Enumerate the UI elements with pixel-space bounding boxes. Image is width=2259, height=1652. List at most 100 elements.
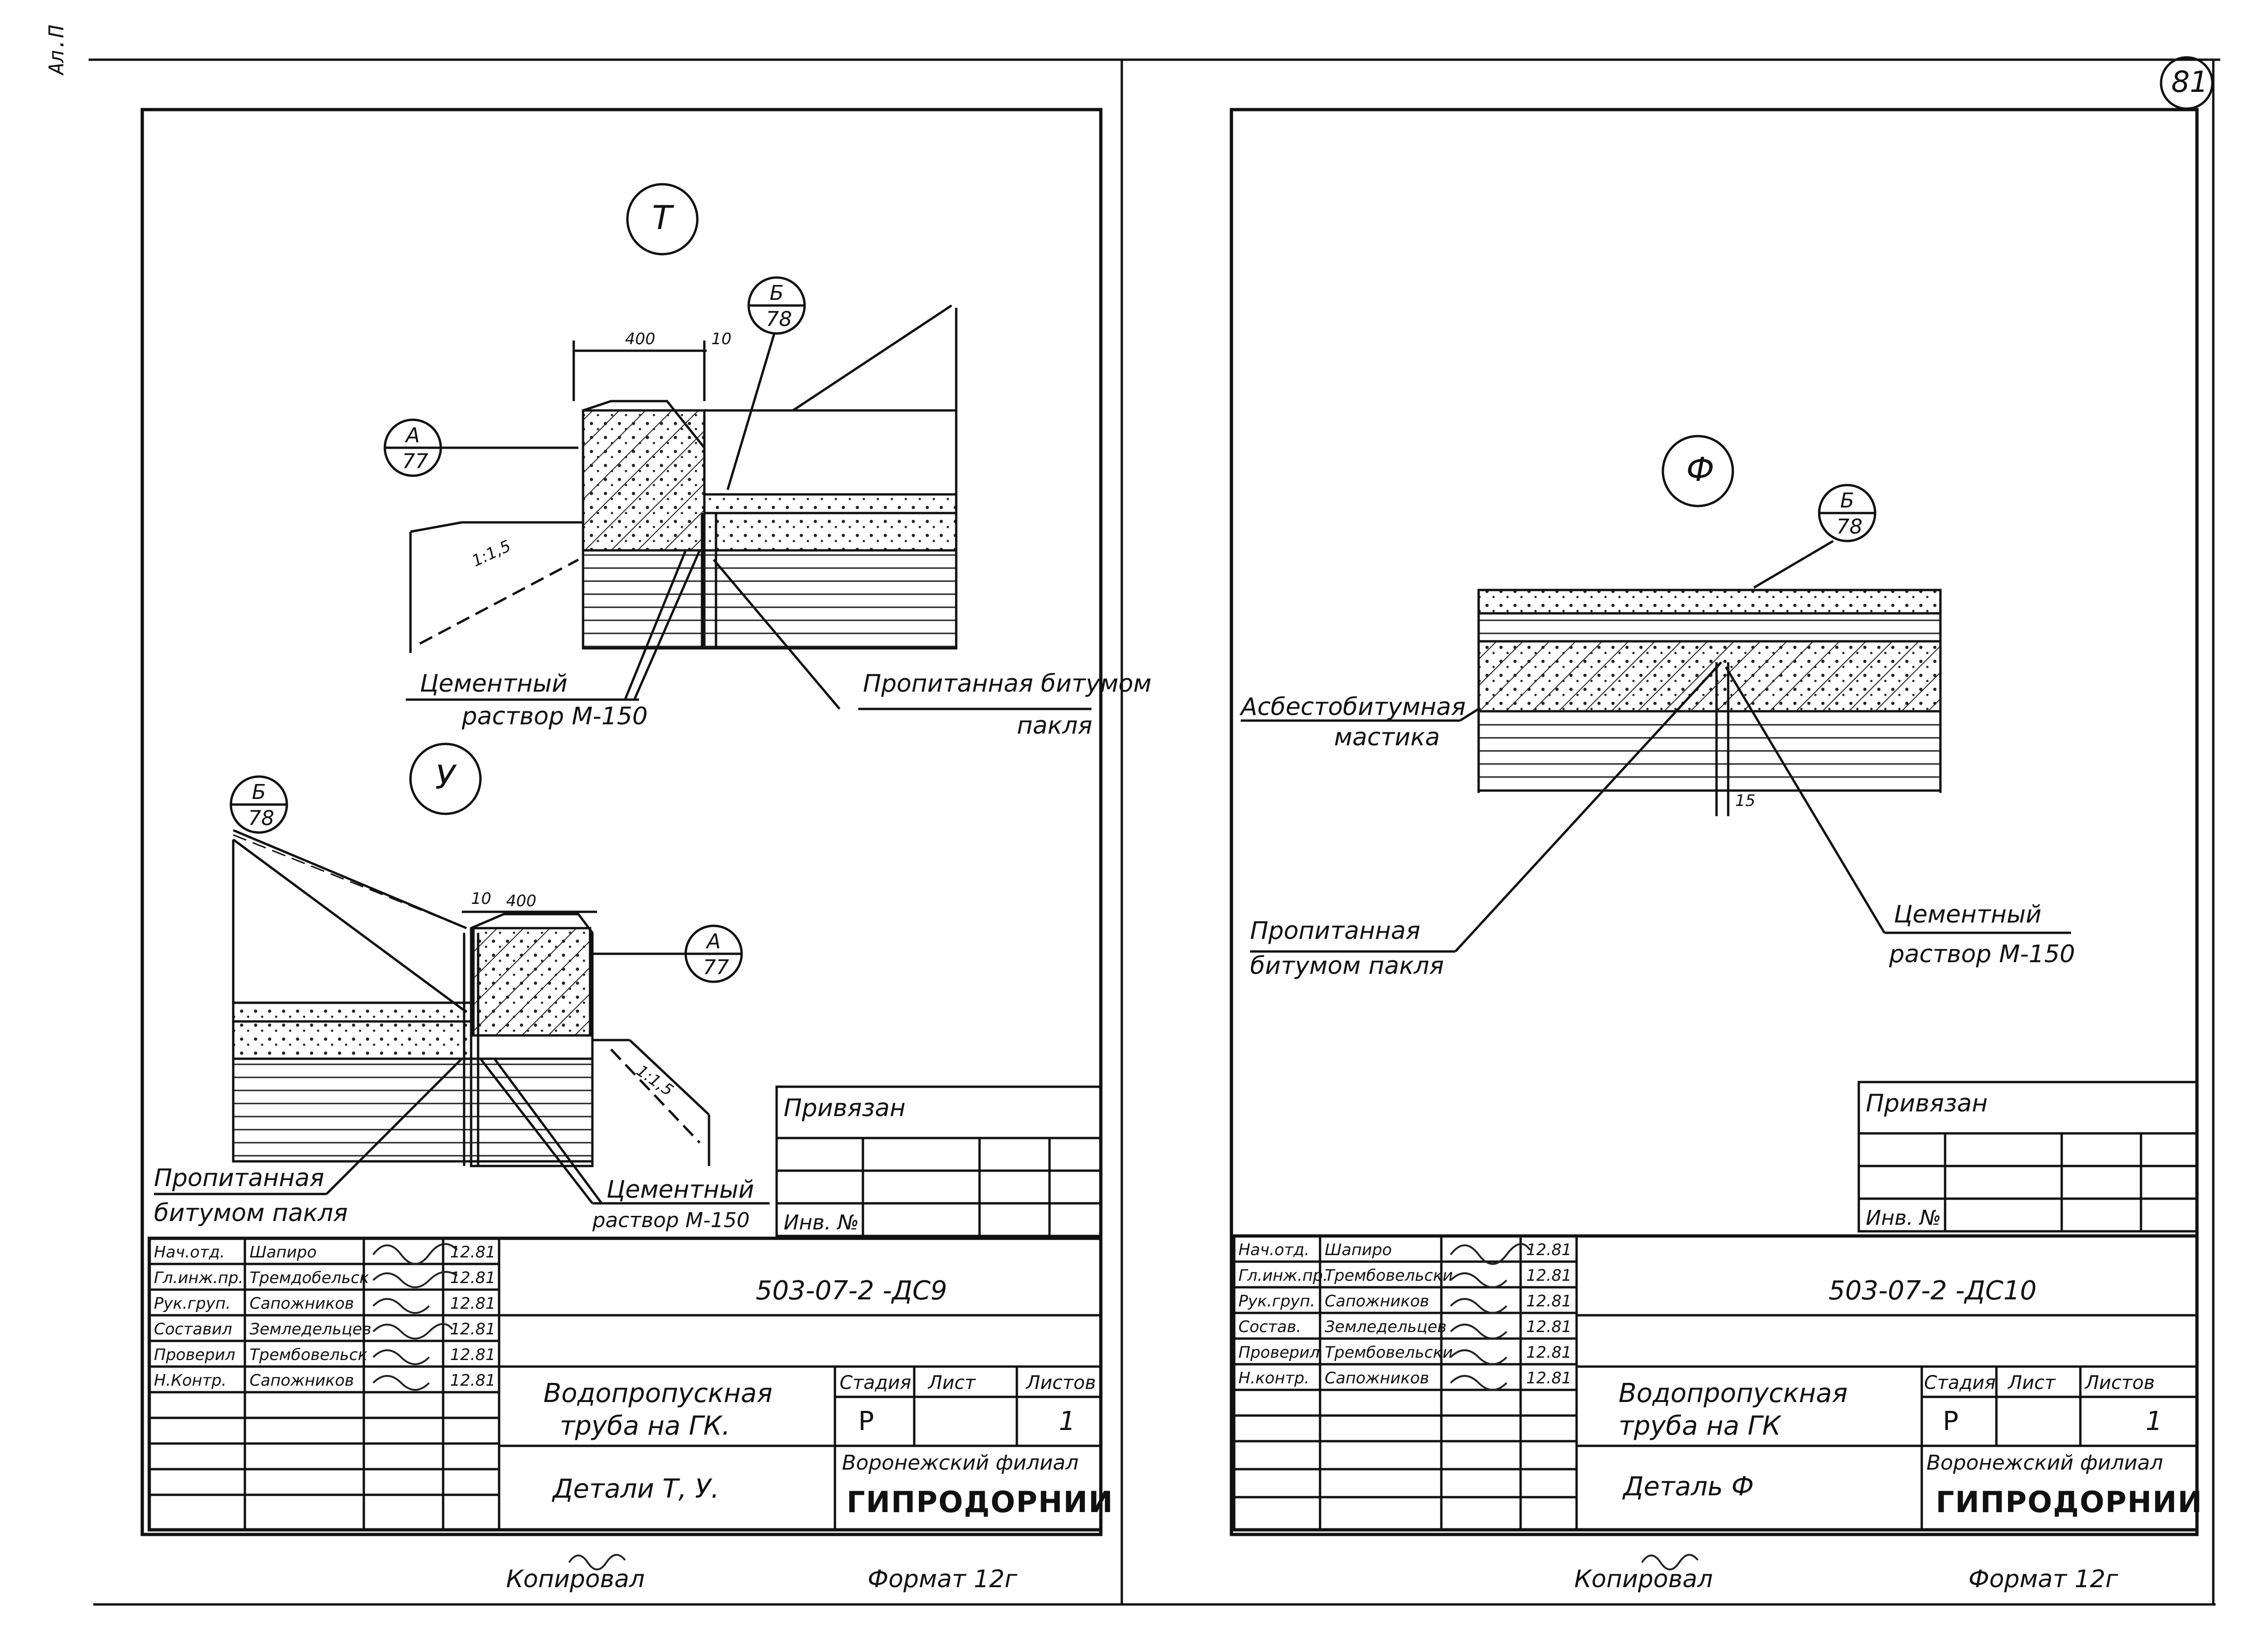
detail-t-label-right-2: пакля	[1017, 712, 1092, 740]
right-tied-label: Привязан	[1866, 1090, 1988, 1118]
detail-t-id: T	[652, 199, 672, 237]
left-subtitle: Детали Т, У.	[553, 1474, 719, 1504]
left-signer-date: 12.81	[450, 1371, 496, 1390]
right-org-2: ГИПРОДОРНИИ	[1936, 1485, 2203, 1519]
signatures	[372, 1243, 1699, 1570]
detail-t-callout-top: Б	[770, 281, 784, 305]
left-signer-role: Нач.отд.	[154, 1243, 225, 1262]
side-stamp: Ал.П	[45, 25, 69, 75]
right-format-label: Формат 12г	[1968, 1565, 2118, 1593]
left-signer-name: Сапожников	[250, 1371, 354, 1390]
right-title-1: Водопропускная	[1619, 1378, 1848, 1409]
detail-u-callout2-top: А	[707, 930, 721, 953]
left-signer-name: Шапиро	[250, 1243, 317, 1262]
right-signer-name: Земледельцев	[1325, 1318, 1447, 1336]
detail-f-dim-gap: 15	[1735, 791, 1756, 810]
detail-f-label-b-1: Пропитанная	[1250, 917, 1421, 945]
left-signer-name: Тремдобельск	[250, 1269, 369, 1287]
left-inv-label: Инв. №	[784, 1211, 859, 1235]
left-signer-role: Гл.инж.пр.	[154, 1269, 243, 1287]
page-number: 81	[2171, 65, 2208, 99]
left-signer-role: Составил	[154, 1320, 232, 1339]
right-sheets-count: 1	[2146, 1406, 2162, 1437]
right-signer-role: Гл.инж.пр.	[1238, 1266, 1328, 1285]
right-signer-date: 12.81	[1526, 1343, 1572, 1362]
detail-t-dim-main: 400	[625, 330, 655, 348]
detail-f-label-b-2: битумом пакля	[1250, 952, 1444, 980]
right-signer-role: Нач.отд.	[1238, 1241, 1310, 1259]
right-signer-name: Сапожников	[1325, 1369, 1429, 1388]
right-inv-label: Инв. №	[1866, 1206, 1941, 1230]
right-signer-name: Трембовельски	[1325, 1343, 1453, 1362]
right-title-2: труба на ГК	[1619, 1411, 1781, 1441]
detail-f-id: Ф	[1686, 451, 1715, 489]
right-copied-label: Копировал	[1574, 1565, 1713, 1593]
detail-u-label-right-1: Цементный	[606, 1176, 754, 1204]
detail-u-dim-gap: 10	[471, 889, 492, 908]
right-signer-role: Состав.	[1238, 1318, 1301, 1336]
detail-t-callout-bottom: 78	[766, 307, 792, 331]
detail-t-callout2-bottom: 77	[402, 450, 428, 473]
right-signer-date: 12.81	[1526, 1292, 1572, 1311]
detail-u-lines	[154, 743, 770, 1205]
left-signer-name: Земледельцев	[250, 1320, 372, 1339]
right-sheets-header: Листов	[2085, 1372, 2155, 1394]
detail-t-label-left-2: раствор М-150	[462, 702, 648, 730]
right-signer-date: 12.81	[1526, 1241, 1572, 1259]
right-signer-name: Шапиро	[1325, 1241, 1392, 1259]
detail-f-callout-top: Б	[1840, 489, 1855, 513]
left-stage-header: Стадия	[840, 1372, 911, 1394]
left-stage: Р	[858, 1406, 874, 1437]
right-signer-date: 12.81	[1526, 1369, 1572, 1388]
right-signer-name: Трембовельски	[1325, 1266, 1453, 1285]
right-subtitle: Деталь Ф	[1623, 1472, 1754, 1502]
left-format-label: Формат 12г	[868, 1565, 1017, 1593]
left-signer-date: 12.81	[450, 1346, 496, 1364]
right-signer-role: Проверил	[1238, 1343, 1320, 1362]
left-sheet-header: Лист	[928, 1372, 976, 1394]
detail-u-id: У	[435, 758, 455, 797]
detail-f-label-a-2: мастика	[1334, 723, 1440, 751]
detail-f-lines	[1241, 435, 2071, 953]
left-signer-date: 12.81	[450, 1243, 496, 1262]
right-signer-role: Н.контр.	[1238, 1369, 1310, 1388]
detail-u-callout-bottom: 78	[248, 806, 274, 830]
detail-u-label-left-1: Пропитанная	[154, 1164, 325, 1192]
detail-u-callout-top: Б	[252, 780, 266, 804]
left-title-2: труба на ГК.	[560, 1411, 730, 1441]
left-signer-date: 12.81	[450, 1320, 496, 1339]
left-signer-role: Н.Контр.	[154, 1371, 227, 1390]
right-org-1: Воронежский филиал	[1926, 1451, 2163, 1475]
detail-t-lines	[383, 183, 1091, 710]
left-signer-date: 12.81	[450, 1269, 496, 1287]
left-signer-name: Трембовельск	[250, 1346, 368, 1364]
left-drawing-code: 503-07-2 -ДС9	[756, 1276, 947, 1306]
detail-t-callout2-top: А	[406, 423, 420, 447]
detail-t-label-left-1: Цементный	[420, 670, 568, 698]
detail-f-callout-bottom: 78	[1836, 515, 1863, 539]
left-signer-role: Рук.груп.	[154, 1294, 231, 1313]
detail-u-label-left-2: битумом пакля	[154, 1199, 348, 1227]
right-signer-role: Рук.груп.	[1238, 1292, 1315, 1311]
right-signer-date: 12.81	[1526, 1318, 1572, 1336]
left-sheets-header: Листов	[1026, 1372, 1096, 1394]
left-signer-date: 12.81	[450, 1294, 496, 1313]
left-title-1: Водопропускная	[543, 1378, 773, 1409]
left-titleblock-lines	[147, 1085, 1103, 1532]
detail-f-label-c-2: раствор М-150	[1889, 940, 2075, 968]
left-sheets-count: 1	[1059, 1406, 1076, 1437]
left-signer-name: Сапожников	[250, 1294, 354, 1313]
detail-t-dim-gap: 10	[711, 330, 732, 348]
detail-u-callout2-bottom: 77	[703, 956, 729, 979]
left-tied-label: Привязан	[784, 1094, 906, 1122]
right-drawing-code: 503-07-2 -ДС10	[1828, 1276, 2037, 1306]
left-org-1: Воронежский филиал	[842, 1451, 1079, 1475]
right-stage: Р	[1943, 1406, 1959, 1437]
detail-u-label-right-2: раствор М-150	[592, 1208, 750, 1232]
right-titleblock-lines	[1232, 1081, 2199, 1532]
left-signer-role: Проверил	[154, 1346, 236, 1364]
detail-t-label-right-1: Пропитанная битумом	[863, 670, 1152, 698]
right-stage-header: Стадия	[1924, 1372, 1996, 1394]
